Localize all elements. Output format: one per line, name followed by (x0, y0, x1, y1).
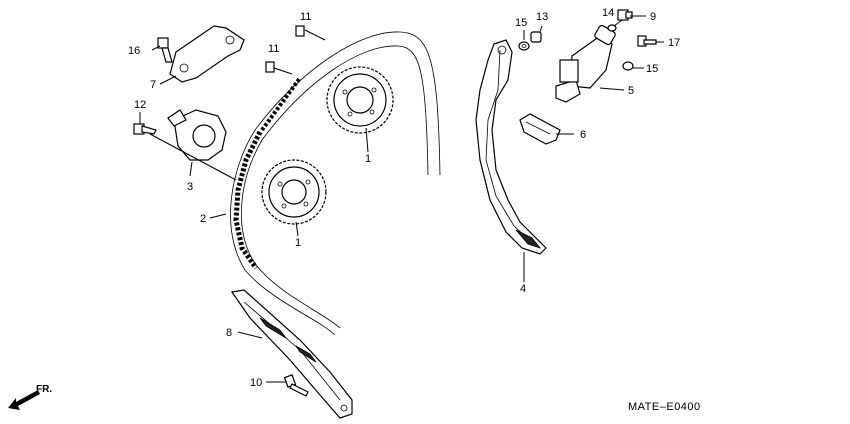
bolt-11-upper (295, 25, 305, 37)
callout-15-upper: 15 (515, 17, 527, 29)
callout-13: 13 (536, 11, 548, 23)
callout-12: 12 (134, 99, 146, 111)
callout-11-lower: 11 (268, 43, 279, 55)
washer-15-lower (622, 61, 634, 71)
washer-9 (607, 24, 617, 32)
guide-plate-3 (167, 109, 227, 161)
callout-17: 17 (668, 37, 680, 49)
callout-1-lower: 1 (295, 237, 301, 249)
callout-3: 3 (187, 181, 193, 193)
bolt-11-lower (265, 61, 275, 73)
cam-chain (230, 31, 441, 336)
callout-16: 16 (128, 45, 140, 57)
washer-15-upper (518, 41, 530, 51)
bracket-7 (169, 25, 245, 83)
cam-sprocket-lower (261, 159, 327, 225)
callout-10: 10 (250, 377, 262, 389)
tensioner-arm (475, 39, 547, 255)
bolt-13 (530, 31, 542, 43)
callout-7: 7 (150, 79, 156, 91)
tensioner-lifter (555, 24, 616, 103)
direction-label: FR. (36, 384, 52, 395)
bolt-16 (157, 37, 173, 63)
callout-6: 6 (580, 129, 586, 141)
bolt-17 (637, 35, 657, 47)
callout-5: 5 (628, 85, 634, 97)
gasket (519, 113, 561, 145)
callout-4: 4 (520, 283, 526, 295)
callout-14: 14 (602, 7, 614, 19)
front-direction-indicator: FR. (8, 384, 52, 410)
callout-15-lower: 15 (646, 63, 658, 75)
callout-11-upper: 11 (300, 11, 311, 23)
cam-sprocket-upper (326, 66, 394, 134)
bolt-14 (617, 9, 633, 21)
callouts: 11 11 16 7 12 3 2 1 1 4 6 5 15 17 14 9 1… (128, 7, 680, 389)
callout-2: 2 (200, 213, 206, 225)
bolt-10 (283, 374, 309, 397)
front-arrow-icon (8, 390, 40, 410)
chain-links (233, 76, 302, 270)
chain-guide-lower (230, 289, 353, 419)
callout-9: 9 (650, 11, 656, 23)
leader-lines (139, 15, 664, 383)
diagram-code: MATE–E0400 (628, 401, 701, 413)
bolt-12 (133, 123, 157, 135)
callout-1-upper: 1 (365, 153, 371, 165)
callout-8: 8 (226, 327, 232, 339)
